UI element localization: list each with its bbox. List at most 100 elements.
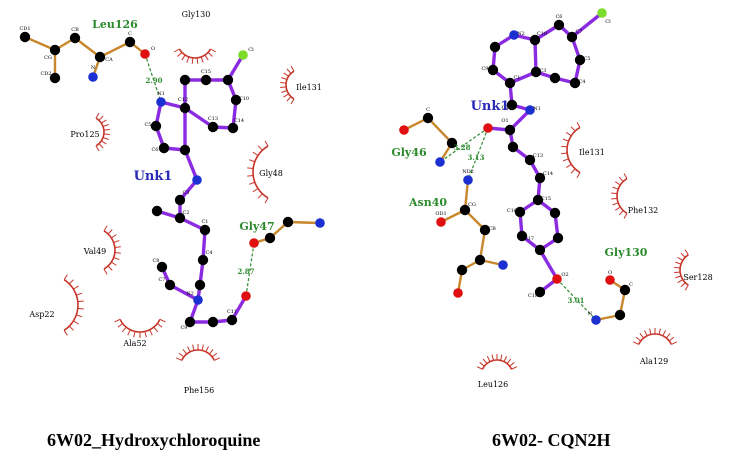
right-residue-label: Ala129 bbox=[639, 357, 668, 366]
left-atom bbox=[184, 316, 196, 328]
left-atom-label: CG bbox=[44, 55, 52, 61]
right-residue-label: Leu126 bbox=[478, 380, 508, 389]
right-atom bbox=[446, 137, 458, 149]
right-hydrophobic-arc bbox=[633, 328, 677, 345]
left-atom bbox=[49, 44, 61, 56]
right-atom-label: C6 bbox=[555, 14, 562, 20]
left-atom bbox=[124, 36, 136, 48]
left-atom bbox=[249, 238, 259, 248]
right-atom bbox=[549, 207, 561, 219]
left-atom bbox=[241, 291, 251, 301]
right-hydrophobic-arc bbox=[561, 122, 581, 178]
left-atom bbox=[207, 121, 219, 133]
left-hbond-distance: 2.87 bbox=[237, 267, 254, 276]
left-atom bbox=[19, 31, 31, 43]
left-hbond-residue-label: Gly47 bbox=[239, 220, 274, 233]
left-atom bbox=[151, 205, 163, 217]
right-hbond-distance: 3.13 bbox=[467, 153, 484, 162]
left-atom bbox=[150, 120, 162, 132]
right-atom bbox=[504, 124, 516, 136]
left-atom-label: C8 bbox=[152, 258, 159, 264]
right-hbond-line bbox=[467, 127, 489, 181]
left-atom-label: Cl bbox=[248, 47, 254, 53]
right-atom bbox=[489, 41, 501, 53]
right-atom-label: C bbox=[426, 107, 430, 113]
right-atom bbox=[436, 217, 446, 227]
right-atom bbox=[483, 123, 493, 133]
left-atom bbox=[193, 295, 203, 305]
left-bond bbox=[23, 35, 57, 52]
bonds bbox=[23, 11, 627, 324]
right-residue-label: Ile131 bbox=[579, 148, 605, 157]
right-atom bbox=[566, 31, 578, 43]
left-atom bbox=[140, 49, 150, 59]
left-ligand-name: Unk1 bbox=[134, 169, 173, 184]
left-atom bbox=[49, 72, 61, 84]
right-atom-label: N1 bbox=[533, 106, 541, 112]
right-atom bbox=[591, 315, 601, 325]
right-atom bbox=[459, 204, 471, 216]
right-atom-label: C9 bbox=[481, 66, 488, 72]
right-atom-label: C2 bbox=[501, 105, 508, 111]
right-bond bbox=[538, 248, 559, 281]
right-atom bbox=[399, 125, 409, 135]
right-atom bbox=[507, 141, 519, 153]
left-atom bbox=[200, 74, 212, 86]
right-atom-label: C10 bbox=[537, 31, 547, 37]
right-atom-label: C bbox=[629, 282, 633, 288]
left-atom-label: O bbox=[151, 46, 155, 52]
left-atom-label: C bbox=[128, 31, 132, 37]
right-residue-label: Phe132 bbox=[628, 206, 659, 215]
left-residue-label: Val49 bbox=[83, 247, 107, 256]
right-ligand-name: Unk1 bbox=[471, 99, 510, 114]
left-bond bbox=[183, 106, 215, 129]
left-atom bbox=[174, 212, 186, 224]
right-atom bbox=[498, 260, 508, 270]
right-hbond-distance: 3.01 bbox=[567, 296, 584, 305]
left-atom bbox=[199, 224, 211, 236]
left-residue-label: Gly48 bbox=[259, 169, 283, 178]
left-atom-label: C2 bbox=[182, 210, 189, 216]
right-atom bbox=[514, 206, 526, 218]
right-atom-label: O1 bbox=[501, 118, 508, 124]
right-atom-label: N2 bbox=[517, 31, 525, 37]
left-atom bbox=[264, 232, 276, 244]
right-atom bbox=[516, 230, 528, 242]
left-bond bbox=[183, 148, 199, 182]
left-atom-label: C3 bbox=[182, 190, 189, 196]
right-hbond-residue-label: Gly46 bbox=[391, 146, 427, 159]
right-atom bbox=[552, 274, 562, 284]
left-atom-label: C11 bbox=[227, 309, 237, 315]
left-atom bbox=[69, 32, 81, 44]
left-hydrophobic-arc bbox=[173, 48, 217, 64]
right-atom bbox=[456, 264, 468, 276]
right-atom bbox=[574, 54, 586, 66]
left-atom-label: CA bbox=[105, 57, 113, 63]
left-atom-label: C4 bbox=[205, 250, 212, 256]
left-atom-label: C14 bbox=[234, 118, 244, 124]
right-hydrophobic-arc bbox=[476, 354, 518, 370]
right-atom-label: C7 bbox=[575, 29, 582, 35]
right-atom-label: C5 bbox=[583, 56, 590, 62]
right-hbond-distance: 3.28 bbox=[453, 143, 470, 152]
right-atom bbox=[534, 244, 546, 256]
right-atom-label: C15 bbox=[541, 196, 551, 202]
left-atom bbox=[282, 216, 294, 228]
left-atom-label: C9 bbox=[180, 325, 187, 331]
left-hydrophobic-arc bbox=[114, 318, 166, 338]
right-atom bbox=[597, 8, 607, 18]
right-bond bbox=[426, 116, 454, 145]
left-atom bbox=[315, 218, 325, 228]
right-atom-label: C14 bbox=[543, 171, 553, 177]
left-residue-label: Asp22 bbox=[28, 310, 54, 319]
right-atom bbox=[524, 154, 536, 166]
right-atom-label: C4 bbox=[578, 79, 585, 85]
right-atom-label: C13 bbox=[533, 153, 543, 159]
left-hydrophobic-arc bbox=[176, 344, 220, 361]
left-hbond-line bbox=[144, 53, 162, 103]
right-atom-label: Cl bbox=[605, 19, 611, 25]
left-hydrophobic-arc bbox=[103, 225, 121, 275]
left-atom bbox=[156, 97, 166, 107]
